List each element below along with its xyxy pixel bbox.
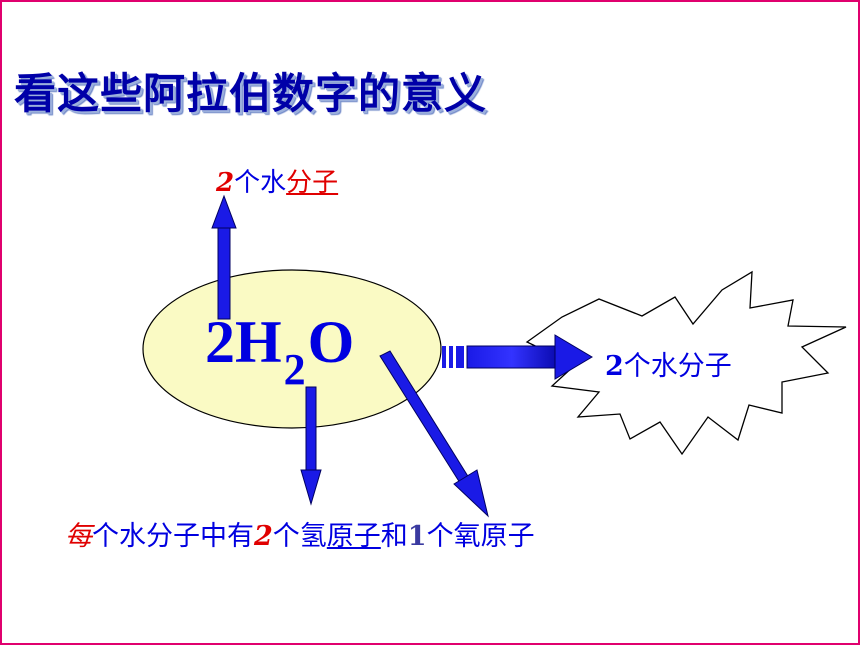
bottom-part4: 个氧原子 xyxy=(426,521,535,552)
burst-label-number: 2 xyxy=(605,351,624,382)
bottom-first-char: 每 xyxy=(65,521,92,552)
bottom-number-o: 1 xyxy=(407,521,427,552)
top-label-underlined: 分子 xyxy=(286,168,339,198)
top-label: 2个水分子 xyxy=(216,162,338,199)
bottom-underlined: 原子 xyxy=(326,521,381,552)
chemical-formula: 2H2O xyxy=(205,309,355,392)
formula-element-o: O xyxy=(307,309,355,375)
arrow-down xyxy=(300,386,322,506)
bottom-number-h: 2 xyxy=(254,521,273,552)
burst-label: 2个水分子 xyxy=(605,344,732,383)
bottom-label: 每个水分子中有2个氢原子和1个氧原子 xyxy=(65,514,535,553)
slide-title: 看这些阿拉伯数字的意义 xyxy=(14,69,488,118)
bottom-part2: 个氢 xyxy=(272,521,327,552)
arrow-right xyxy=(442,334,593,380)
top-label-text: 个水 xyxy=(234,168,287,198)
formula-subscript: 2 xyxy=(283,345,306,394)
burst-label-text: 个水分子 xyxy=(623,351,732,382)
arrow-diagonal xyxy=(379,350,489,518)
starburst-shape xyxy=(525,270,847,456)
bottom-part1: 个水分子中有 xyxy=(92,521,254,552)
bottom-part3: 和 xyxy=(380,521,408,552)
arrow-up xyxy=(211,194,237,320)
top-label-number: 2 xyxy=(216,168,235,198)
formula-element-h: H xyxy=(235,309,282,375)
formula-coefficient: 2 xyxy=(205,309,235,375)
